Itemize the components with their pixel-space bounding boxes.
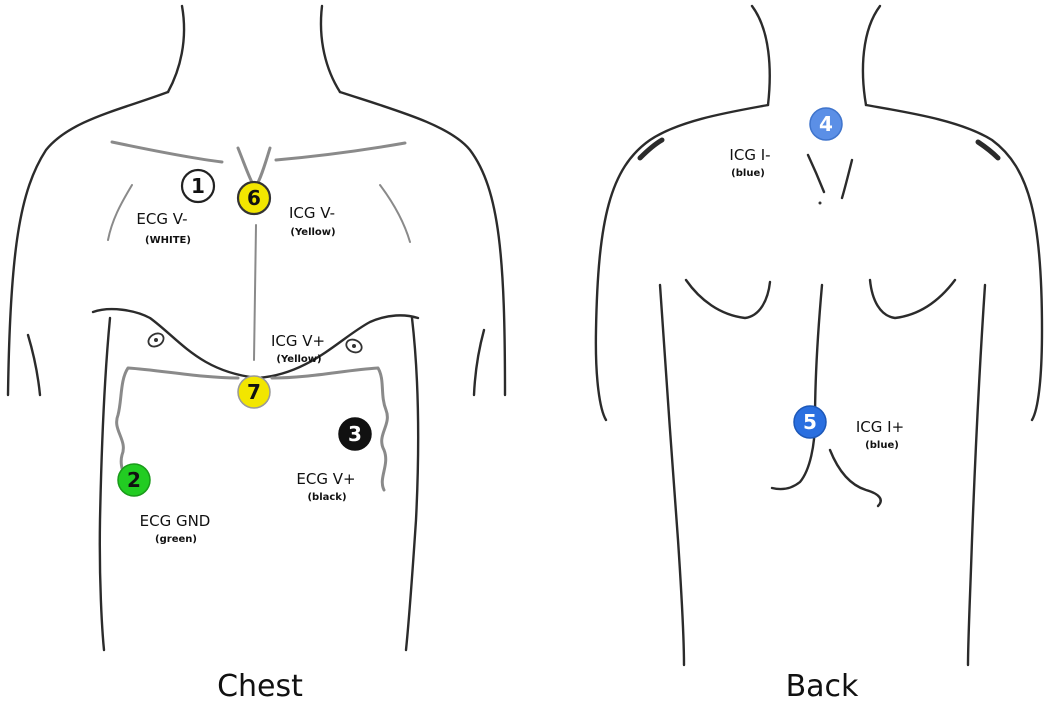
chest-figure: [8, 6, 505, 650]
electrode-7-number: 7: [247, 380, 261, 404]
electrode-2: 2: [118, 464, 150, 496]
chest-caption: Chest: [217, 669, 303, 704]
electrode-7: 7: [238, 376, 270, 408]
back-figure: [596, 6, 1042, 665]
electrode-2-number: 2: [127, 468, 141, 492]
electrode-7-label: ICG V+: [271, 332, 325, 350]
electrode-1-number: 1: [191, 174, 205, 198]
electrode-4-color: (blue): [731, 168, 765, 179]
electrode-2-label: ECG GND: [140, 512, 211, 530]
electrode-3-label: ECG V+: [296, 470, 355, 488]
electrode-1-label: ECG V-: [136, 210, 187, 228]
electrode-6-number: 6: [247, 186, 261, 210]
electrode-1-color: (WHITE): [145, 235, 191, 246]
back-caption: Back: [786, 669, 859, 704]
electrode-2-color: (green): [155, 534, 197, 545]
electrode-4-number: 4: [819, 112, 833, 136]
electrode-4-label: ICG I-: [729, 146, 770, 164]
electrode-1: 1: [182, 170, 214, 202]
electrode-5-number: 5: [803, 410, 817, 434]
electrode-5-label: ICG I+: [856, 418, 904, 436]
electrode-3-number: 3: [348, 422, 362, 446]
electrode-4: 4: [810, 108, 842, 140]
electrode-6-color: (Yellow): [290, 227, 335, 238]
electrode-6-label: ICG V-: [289, 204, 335, 222]
electrode-5: 5: [794, 406, 826, 438]
electrode-3: 3: [339, 418, 371, 450]
electrode-6: 6: [238, 182, 270, 214]
electrode-5-color: (blue): [865, 440, 899, 451]
electrode-3-color: (black): [307, 492, 346, 503]
electrode-7-color: (Yellow): [276, 354, 321, 365]
